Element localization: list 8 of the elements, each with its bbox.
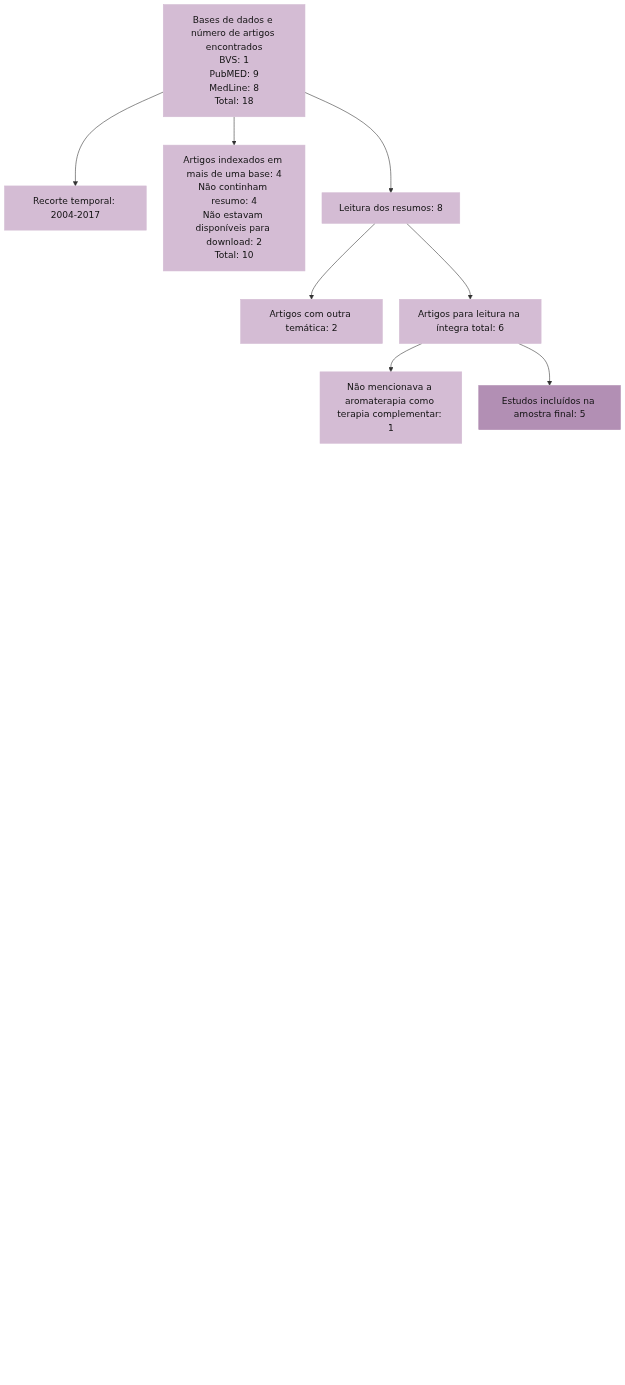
node-box: Recorte temporal: 2004-2017: [4, 185, 147, 231]
node-box: Artigos com outra temática: 2: [240, 299, 383, 344]
node-box: Não mencionava a aromaterapia como terapia complementar: 1: [319, 371, 463, 444]
node-box: Leitura dos resumos: 8: [321, 192, 461, 224]
node-box: Artigos para leitura na íntegra total: 6: [399, 299, 542, 344]
node-box: Estudos incluídos na amostra final: 5: [478, 385, 621, 430]
node-box: Bases de dados e número de artigos encontrados BVS: 1 PubMED: 9 MedLine: 8 Total: 18: [162, 4, 306, 118]
node-box: Artigos indexados em mais de uma base: 4 Não continham resumo: 4 Não estavam disponíveis para download: 2 Total: 10: [162, 144, 306, 272]
